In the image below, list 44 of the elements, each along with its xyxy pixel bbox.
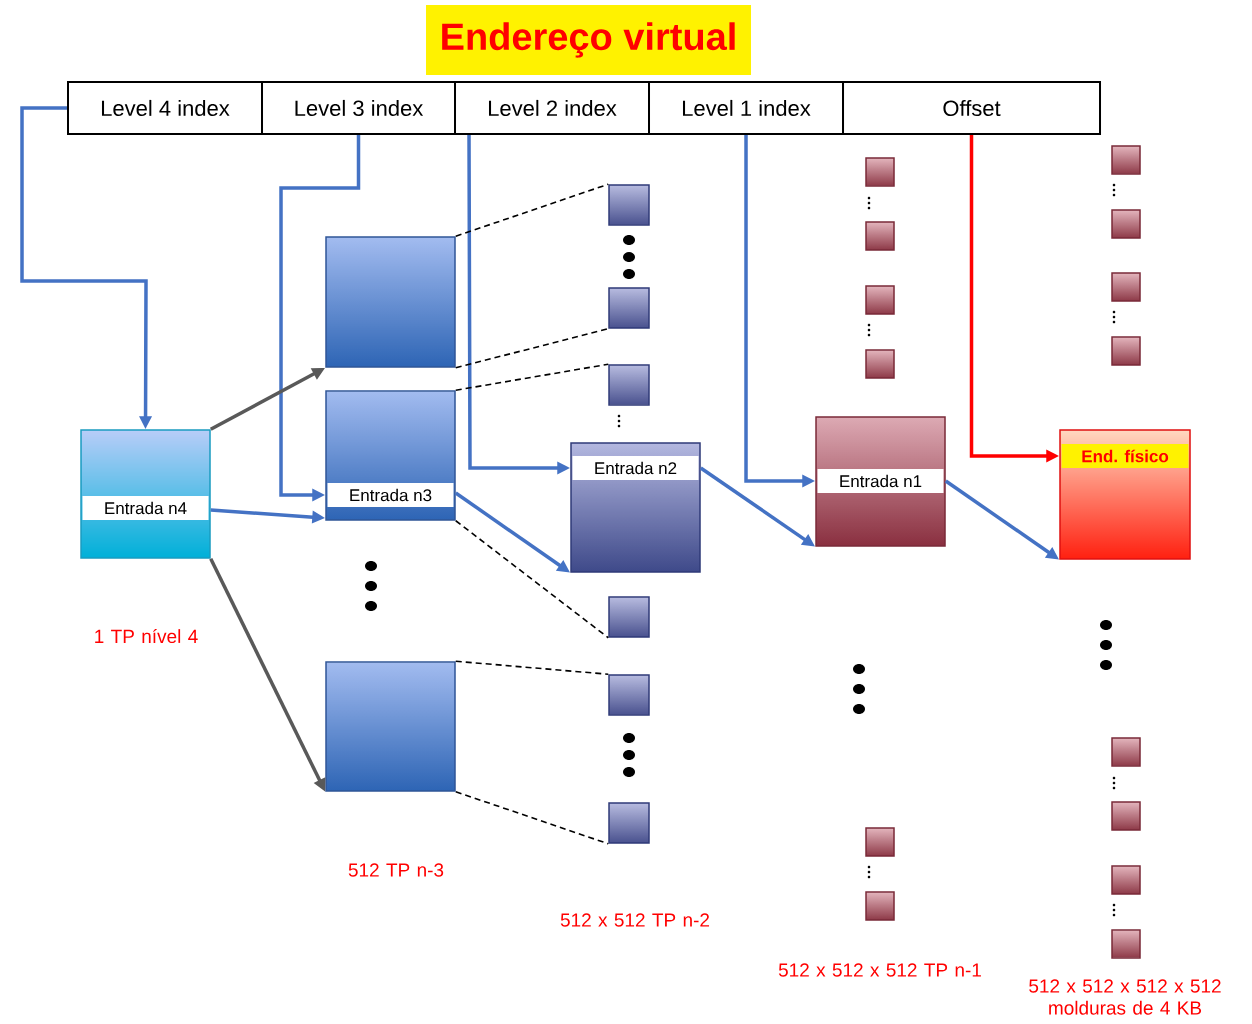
entry-square: [608, 364, 650, 406]
entry-square: [608, 802, 650, 844]
address-field: Offset: [842, 81, 1101, 135]
address-field: Level 3 index: [261, 81, 456, 135]
page-table-box: [325, 661, 456, 792]
column-caption: 1 TP nível 4: [95, 628, 198, 644]
connector-line: [454, 790, 610, 845]
page-square: [1111, 929, 1141, 959]
address-field: Level 4 index: [67, 81, 263, 135]
page-table-box: Entrada n4: [80, 429, 211, 559]
entry-square: [608, 184, 650, 226]
column-caption: 512 x 512 x 512 TP n-1: [778, 963, 981, 977]
connector-line: [454, 183, 610, 238]
page-table-box: [325, 236, 456, 368]
connector-line: [454, 363, 610, 392]
page-table-box: Entrada n2: [570, 442, 701, 573]
page-square: [865, 285, 895, 315]
page-table-box: Entrada n1: [815, 416, 946, 547]
column-caption: 512 TP n-3: [348, 863, 444, 877]
frame-box: End. físico: [1059, 429, 1191, 560]
address-field: Level 2 index: [454, 81, 650, 135]
entry-square: [608, 287, 650, 329]
page-table-box: Entrada n3: [325, 390, 456, 521]
page-square: [865, 891, 895, 921]
page-square: [1111, 272, 1141, 302]
page-square: [865, 221, 895, 251]
page-square: [865, 349, 895, 379]
page-square: [865, 157, 895, 187]
page-square: [865, 827, 895, 857]
column-caption: 512 x 512 x 512 x 512 molduras de 4 KB: [1029, 979, 1221, 1015]
title: Endereço virtual: [426, 5, 751, 75]
entry-square: [608, 674, 650, 716]
page-square: [1111, 737, 1141, 767]
connector-line: [454, 519, 610, 639]
connector-line: [454, 660, 610, 676]
address-field: Level 1 index: [648, 81, 844, 135]
page-square: [1111, 145, 1141, 175]
column-caption: 512 x 512 TP n-2: [560, 913, 709, 927]
connector-line: [454, 327, 610, 369]
page-square: [1111, 865, 1141, 895]
page-square: [1111, 336, 1141, 366]
page-square: [1111, 801, 1141, 831]
page-square: [1111, 209, 1141, 239]
entry-square: [608, 596, 650, 638]
